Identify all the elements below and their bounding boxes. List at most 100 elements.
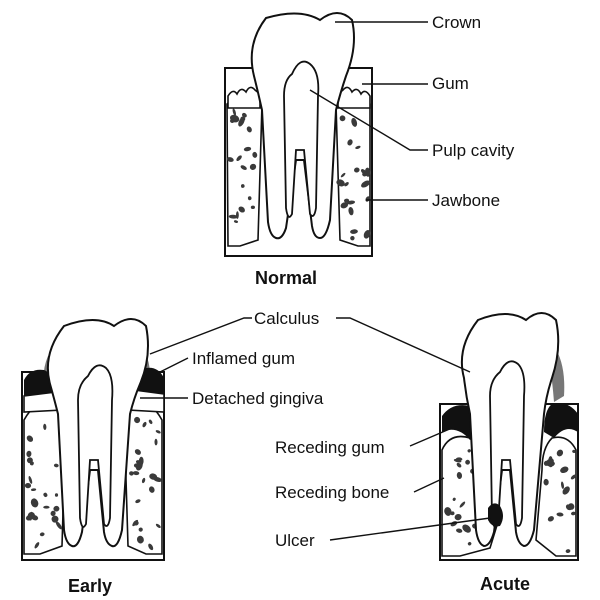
bone-speck xyxy=(246,126,252,133)
inflamed-gum-label: Inflamed gum xyxy=(192,349,295,368)
early-jawbone-specks xyxy=(24,416,162,551)
bone-speck xyxy=(148,419,153,424)
bone-speck xyxy=(233,220,239,223)
bone-speck xyxy=(43,492,48,498)
bone-speck xyxy=(252,151,258,158)
bone-speck xyxy=(556,449,564,457)
bone-speck xyxy=(27,511,36,520)
receding-bone-leader-line xyxy=(413,477,445,493)
bone-speck xyxy=(138,527,143,532)
bone-speck xyxy=(467,449,471,453)
bone-speck xyxy=(570,474,577,480)
bone-speck xyxy=(50,510,56,517)
bone-speck xyxy=(238,206,245,213)
receding-gum-label: Receding gum xyxy=(275,438,385,457)
bone-speck xyxy=(149,473,158,480)
bone-speck xyxy=(452,497,456,501)
bone-speck xyxy=(240,165,247,170)
bone-speck xyxy=(344,182,349,187)
jawbone-label: Jawbone xyxy=(432,191,500,210)
bone-speck xyxy=(249,163,257,170)
bone-speck xyxy=(339,115,346,122)
bone-speck xyxy=(54,493,59,497)
bone-speck xyxy=(340,202,349,209)
bone-speck xyxy=(355,145,361,150)
bone-speck xyxy=(26,435,34,442)
bone-speck xyxy=(354,167,360,173)
bone-speck xyxy=(336,179,345,187)
bone-speck xyxy=(572,449,576,454)
bone-speck xyxy=(360,169,367,174)
bone-speck xyxy=(450,511,455,516)
bone-speck xyxy=(241,112,247,118)
bone-speck xyxy=(459,501,466,508)
acute-receding-gum-right xyxy=(544,403,578,438)
bone-speck xyxy=(561,481,564,489)
bone-speck xyxy=(560,466,569,474)
bone-speck xyxy=(456,472,463,479)
bone-speck xyxy=(568,503,575,510)
bone-speck xyxy=(454,513,462,521)
bone-speck xyxy=(228,214,238,219)
bone-speck xyxy=(134,449,141,455)
pulp-cavity-label: Pulp cavity xyxy=(432,141,515,160)
early-panel: Inflamed gum Detached gingiva Early xyxy=(21,317,324,596)
bone-speck xyxy=(132,519,139,527)
acute-panel: Receding gum Receding bone Ulcer Acute xyxy=(275,312,579,594)
bone-speck xyxy=(348,206,354,216)
early-pulp-cavity xyxy=(77,364,114,528)
bone-speck xyxy=(562,486,570,495)
bone-speck xyxy=(141,477,146,484)
bone-speck xyxy=(129,471,134,476)
crown-label: Crown xyxy=(432,13,481,32)
detached-gingiva-label: Detached gingiva xyxy=(192,389,324,408)
bone-speck xyxy=(250,205,255,210)
receding-gum-leader-line xyxy=(409,427,453,447)
bone-speck xyxy=(350,235,355,241)
bone-speck xyxy=(149,486,155,493)
bone-speck xyxy=(230,118,235,124)
normal-gum-right xyxy=(337,86,371,109)
bone-speck xyxy=(467,541,472,546)
bone-speck xyxy=(364,167,371,177)
bone-speck xyxy=(543,478,549,486)
bone-speck xyxy=(53,463,59,468)
bone-speck xyxy=(31,488,37,492)
bone-speck xyxy=(347,139,353,146)
bone-speck xyxy=(26,450,32,458)
acute-caption: Acute xyxy=(480,574,530,594)
bone-speck xyxy=(465,459,471,465)
normal-caption: Normal xyxy=(255,268,317,288)
acute-ulcer xyxy=(488,503,503,527)
normal-pulp-cavity xyxy=(283,60,320,218)
bone-speck xyxy=(571,511,576,516)
bone-speck xyxy=(456,462,462,468)
bone-speck xyxy=(30,498,39,508)
bone-speck xyxy=(29,461,34,466)
bone-speck xyxy=(134,416,141,424)
bone-speck xyxy=(238,117,245,127)
bone-speck xyxy=(444,507,452,516)
bone-speck xyxy=(247,196,252,201)
bone-speck xyxy=(43,423,47,430)
bone-speck xyxy=(155,523,161,528)
bone-speck xyxy=(243,146,252,152)
bone-speck xyxy=(53,505,60,512)
ulcer-leader-line xyxy=(329,517,491,541)
normal-gum-left xyxy=(227,86,261,109)
bone-speck xyxy=(136,535,144,544)
ulcer-label: Ulcer xyxy=(275,531,315,550)
bone-speck xyxy=(138,456,144,466)
bone-speck xyxy=(34,542,40,549)
bone-speck xyxy=(55,521,63,530)
acute-pulp-cavity xyxy=(489,360,526,528)
bone-speck xyxy=(226,157,234,162)
normal-jawbone-specks xyxy=(226,108,371,241)
bone-speck xyxy=(39,532,45,537)
normal-panel: Crown Gum Pulp cavity Jawbone Normal xyxy=(224,12,515,288)
bone-speck xyxy=(546,460,555,467)
calculus-leader-acute xyxy=(336,317,471,373)
bone-speck xyxy=(346,200,356,205)
